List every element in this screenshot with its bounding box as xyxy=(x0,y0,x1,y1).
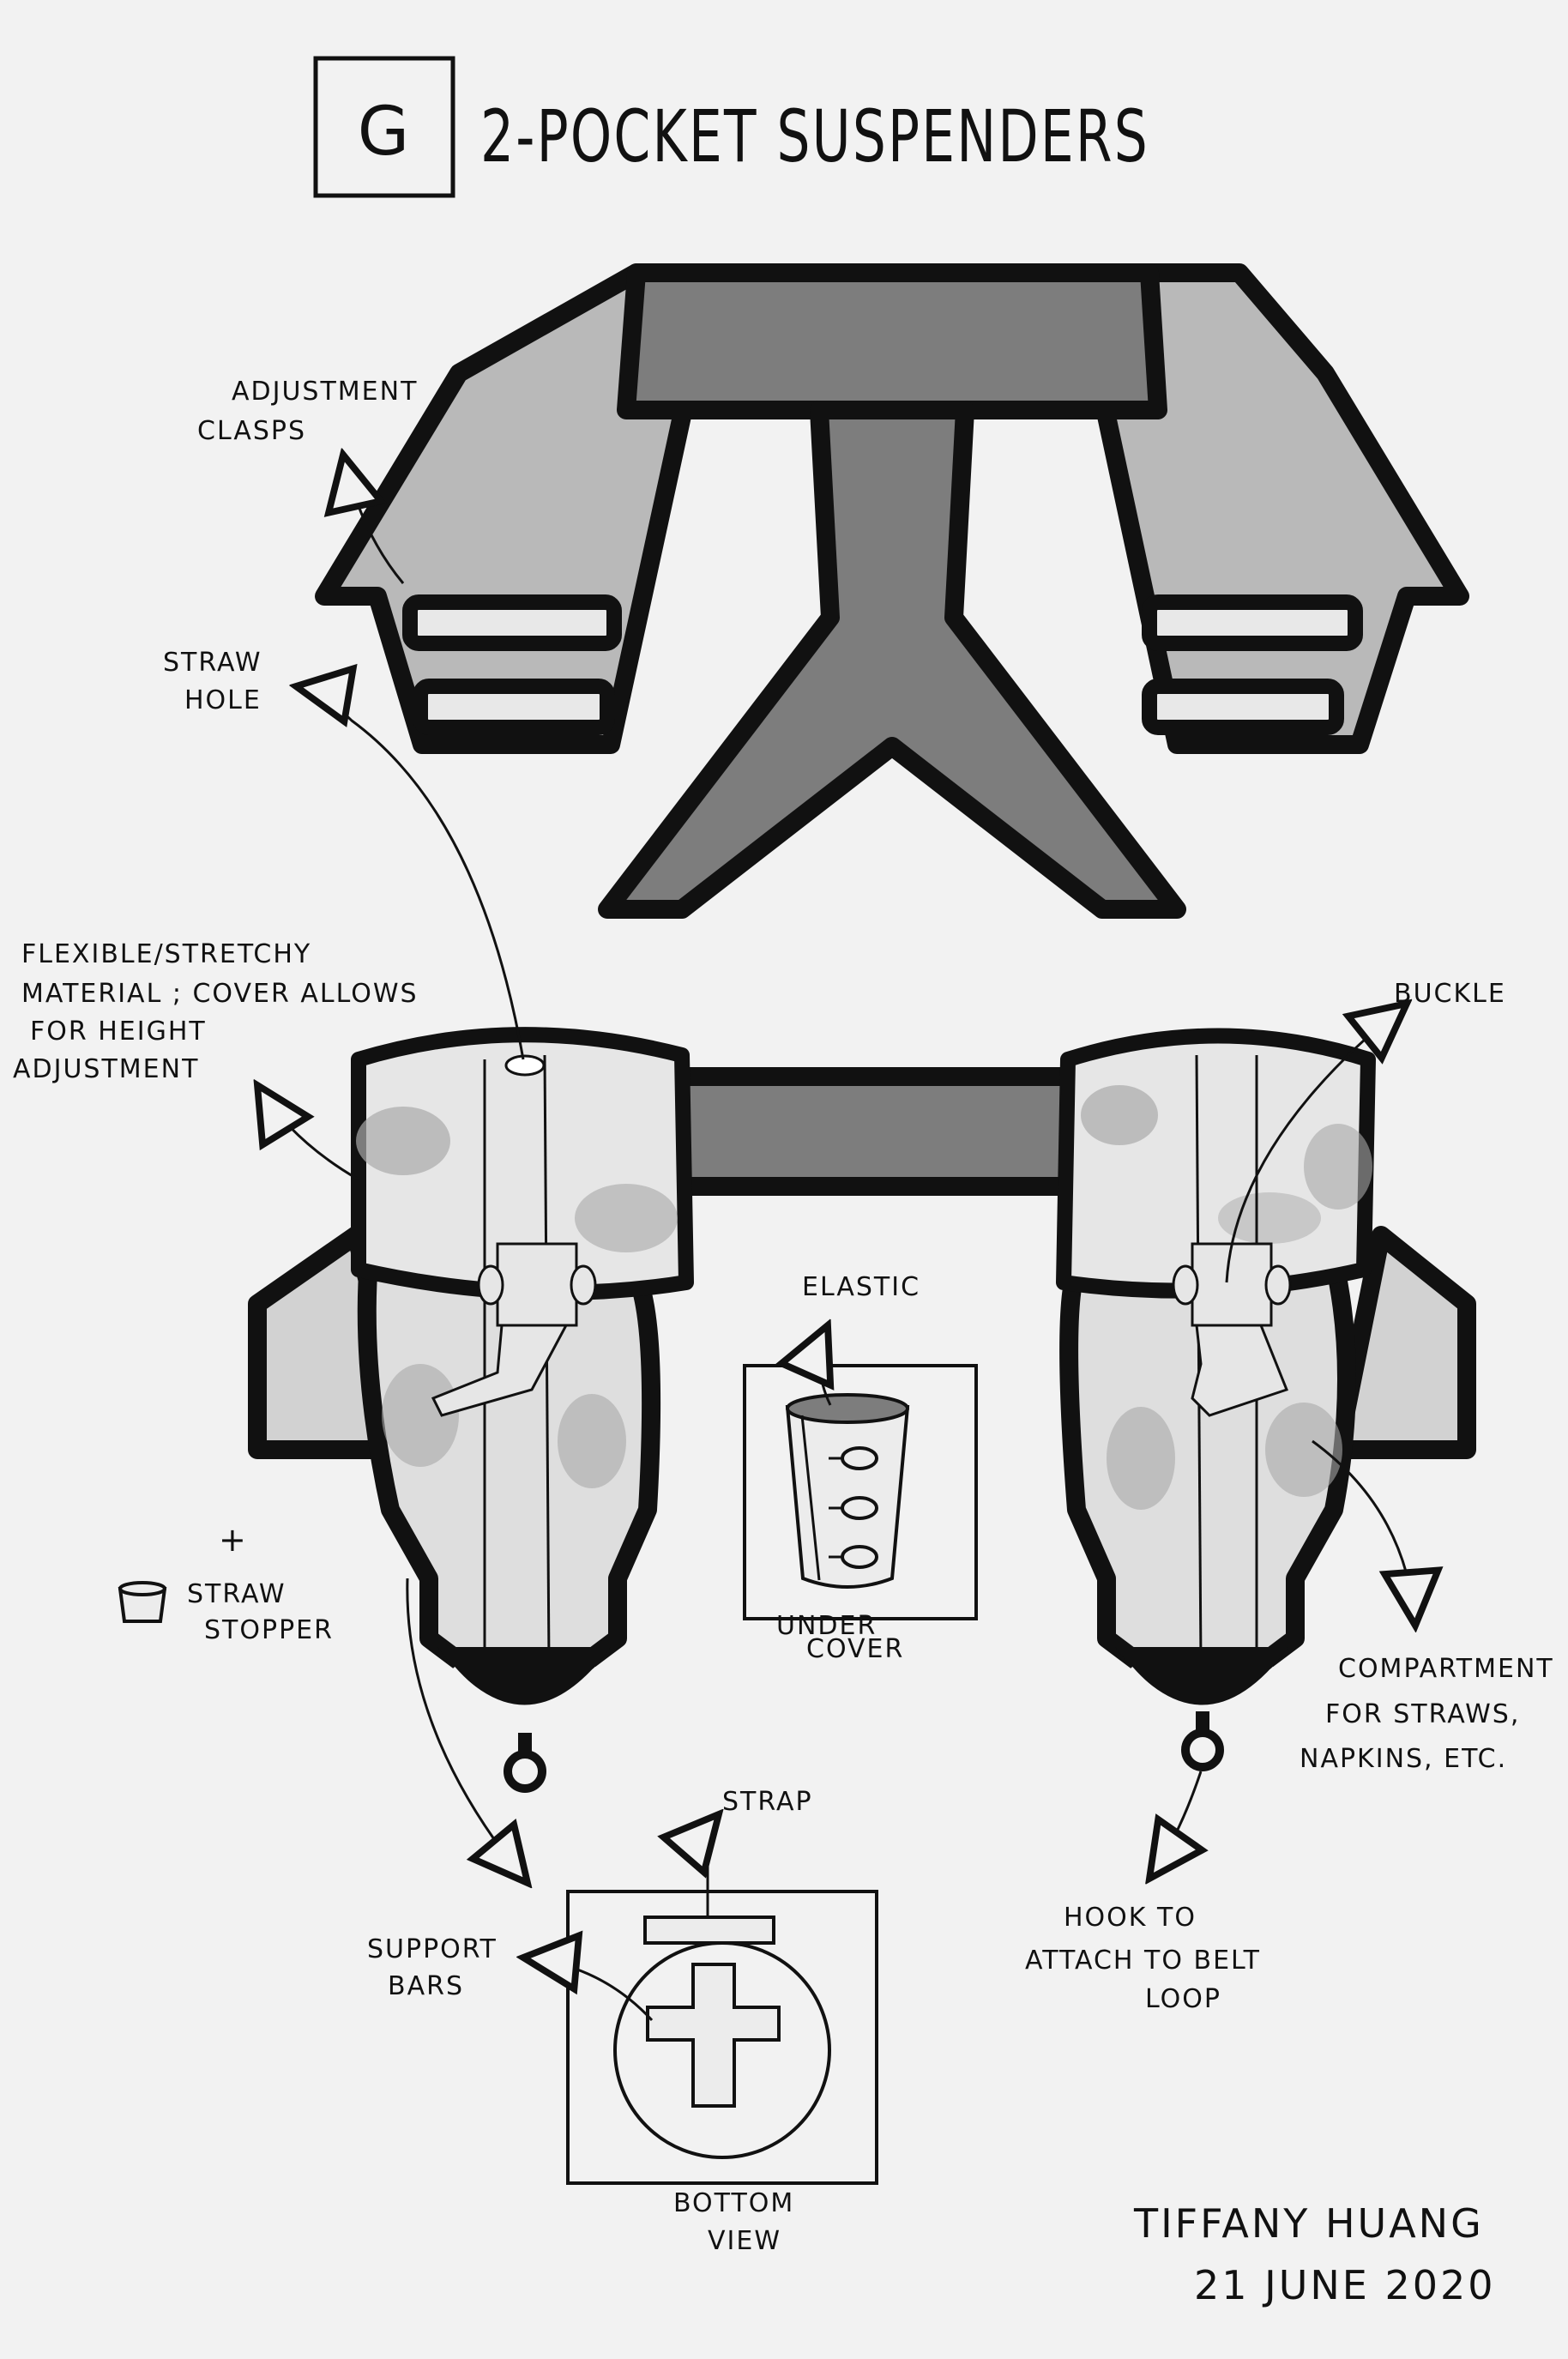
label-plus: + xyxy=(219,1521,248,1559)
label-support-bars-2: BARS xyxy=(388,1971,464,2001)
label-adjustment-clasps-1: ADJUSTMENT xyxy=(232,377,418,407)
under-cover-inset xyxy=(745,1366,976,1619)
bottom-cross-bar xyxy=(678,1077,1107,1186)
right-hook xyxy=(1185,1733,1220,1767)
arrow-hook xyxy=(1149,1771,1201,1879)
title-badge: G xyxy=(358,94,411,171)
straw-stopper-icon xyxy=(120,1583,165,1621)
left-straw-hole xyxy=(506,1056,544,1075)
left-hook xyxy=(508,1754,542,1789)
label-hook-2: ATTACH TO BELT xyxy=(1025,1946,1261,1976)
label-adjustment-clasps-2: CLASPS xyxy=(197,416,306,446)
label-support-bars-1: SUPPORT xyxy=(367,1934,498,1964)
top-yoke-bar xyxy=(626,273,1158,410)
label-bottom-view-1: BOTTOM xyxy=(673,2188,794,2218)
label-compartment-1: COMPARTMENT xyxy=(1338,1654,1554,1684)
header: G 2-POCKET SUSPENDERS xyxy=(316,58,1149,196)
y-connector xyxy=(607,410,1177,909)
label-straw-stopper-2: STOPPER xyxy=(204,1615,334,1645)
left-pocket xyxy=(356,1035,686,1789)
arrow-strap xyxy=(708,1814,719,1917)
bottom-view-inset xyxy=(568,1891,877,2183)
label-straw-hole-2: HOLE xyxy=(184,685,262,715)
label-buckle: BUCKLE xyxy=(1394,979,1506,1009)
label-flexible-3: FOR HEIGHT xyxy=(30,1017,207,1047)
label-flexible-4: ADJUSTMENT xyxy=(13,1054,199,1084)
label-flexible-2: MATERIAL ; COVER ALLOWS xyxy=(21,979,419,1009)
label-hook-3: LOOP xyxy=(1145,1984,1221,2014)
arrow-flexible-material xyxy=(257,1085,359,1180)
label-elastic: ELASTIC xyxy=(802,1272,920,1302)
label-under-cover-2: COVER xyxy=(806,1634,904,1664)
label-flexible-1: FLEXIBLE/STRETCHY xyxy=(21,939,311,969)
label-hook-1: HOOK TO xyxy=(1064,1903,1197,1933)
label-compartment-3: NAPKINS, ETC. xyxy=(1300,1744,1507,1774)
signature: TIFFANY HUANG 21 JUNE 2020 xyxy=(1133,2200,1496,2308)
label-bottom-view-2: VIEW xyxy=(708,2226,781,2256)
label-straw-stopper-1: STRAW xyxy=(187,1579,286,1609)
signature-date: 21 JUNE 2020 xyxy=(1194,2262,1496,2308)
page-title: 2-POCKET SUSPENDERS xyxy=(480,94,1149,178)
label-strap: STRAP xyxy=(722,1787,813,1817)
label-compartment-2: FOR STRAWS, xyxy=(1325,1699,1520,1729)
signature-name: TIFFANY HUANG xyxy=(1133,2200,1484,2247)
right-pocket xyxy=(1064,1036,1372,1768)
label-straw-hole-1: STRAW xyxy=(163,648,262,678)
